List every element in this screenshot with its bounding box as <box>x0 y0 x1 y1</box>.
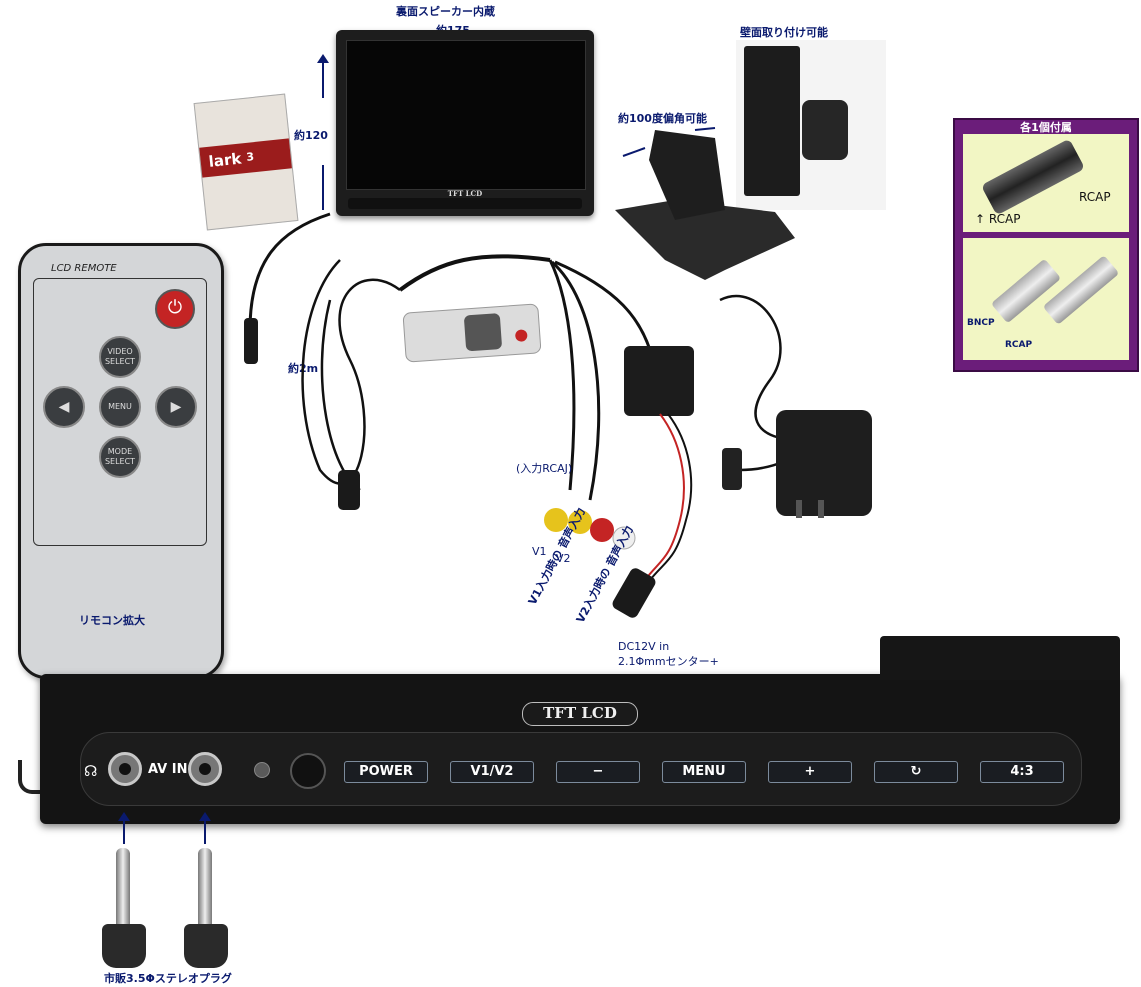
ac-adapter <box>776 410 872 516</box>
v1-label: V1 <box>532 545 547 558</box>
remote-button-panel <box>33 278 207 546</box>
rca-yellow-2 <box>568 510 592 534</box>
bezel-brand-badge: TFT LCD <box>522 702 638 726</box>
harness-split-2 <box>551 260 601 501</box>
rcap-bottom-label: RCAP <box>1005 340 1033 350</box>
remote-left-button[interactable]: ◀ <box>43 386 85 428</box>
monitor-stand <box>615 127 795 280</box>
rcap-top-label: RCAP <box>1079 190 1111 204</box>
bezel-power-button[interactable]: POWER <box>344 761 428 783</box>
main-harness <box>398 254 551 292</box>
plugs-caption: 市販3.5Φステレオプラグ <box>104 972 232 985</box>
bezel-rotate-button[interactable]: ↻ <box>874 761 958 783</box>
bncp-label: BNCP <box>967 318 995 328</box>
rca-white <box>612 526 636 550</box>
monitor-front: TFT LCD <box>336 30 594 216</box>
tilt-arrow-left <box>622 147 646 157</box>
remote-enlarged: LCD REMOTE ⏻ VIDEO SELECT ◀ MENU ▶ MODE … <box>18 243 224 679</box>
adapter-inset: 各1個付属 RCAP ↑ RCAP BNCP RCAP <box>953 118 1139 372</box>
avin-label: AV IN <box>148 762 188 777</box>
harness-split-1 <box>548 259 576 491</box>
remote-video-select-button[interactable]: VIDEO SELECT <box>99 336 141 378</box>
black-power-wire <box>649 413 693 581</box>
stand-base <box>615 200 795 280</box>
ac-prong-2 <box>818 500 824 518</box>
rca-yellow-1 <box>544 508 568 532</box>
dc-in-label: DC12V in <box>618 640 670 653</box>
stereo-plug-1-pin <box>116 848 130 928</box>
rca-input-label: (入力RCAJ) <box>516 462 573 475</box>
wall-mount-arm <box>802 100 848 160</box>
inset-title: 各1個付属 <box>1020 121 1072 134</box>
extension-plug <box>338 470 360 510</box>
height-label: 約120 <box>294 129 328 142</box>
dc-plug <box>722 448 742 490</box>
tilt-arrow-right <box>694 127 716 131</box>
monitor-bezel-closeup: TFT LCD ☊ AV IN POWER V1/V2 − MENU + ↻ 4… <box>40 636 1120 824</box>
stereo-plug-2-pin <box>198 848 212 928</box>
bezel-cable-left <box>18 760 52 794</box>
remote-power-button[interactable]: ⏻ <box>155 289 195 329</box>
bezel-screen-edge <box>880 636 1120 680</box>
power-junction-box <box>624 346 694 416</box>
dc-jack <box>612 568 656 618</box>
bezel-plus-button[interactable]: + <box>768 761 852 783</box>
dc-center-label: 2.1Φmmセンター+ <box>618 655 719 668</box>
monitor-screen <box>346 40 586 190</box>
plug-arrow-2 <box>199 812 211 844</box>
remote-title: LCD REMOTE <box>51 263 117 274</box>
height-arrow-down <box>322 165 324 210</box>
remote-mode-select-button[interactable]: MODE SELECT <box>99 436 141 478</box>
remote-right-button[interactable]: ▶ <box>155 386 197 428</box>
power-led <box>290 753 326 789</box>
remote-menu-button[interactable]: MENU <box>99 386 141 428</box>
remote-caption: リモコン拡大 <box>79 614 145 627</box>
ac-prong-1 <box>796 500 802 518</box>
mini-remote-red-button <box>514 329 528 342</box>
stereo-plug-1-body <box>102 924 146 968</box>
mini-remote-dpad <box>463 313 503 352</box>
ir-sensor <box>254 762 270 778</box>
bezel-v1v2-button[interactable]: V1/V2 <box>450 761 534 783</box>
mini-remote <box>402 303 542 363</box>
avin-jack[interactable] <box>188 752 222 786</box>
bezel-minus-button[interactable]: − <box>556 761 640 783</box>
long-cable-coil <box>301 259 401 485</box>
rcap-left-label: ↑ RCAP <box>975 212 1021 226</box>
monitor-cable <box>248 212 331 331</box>
red-power-wire <box>644 413 685 581</box>
wall-mount-monitor <box>744 46 800 196</box>
bnc-adapter-panel: BNCP RCAP <box>963 238 1129 360</box>
height-arrow-up <box>317 54 329 98</box>
rca-adapter-panel: RCAP ↑ RCAP <box>963 134 1129 232</box>
rca-red <box>590 518 614 542</box>
wall-mount-photo <box>736 40 886 210</box>
harness-split-3 <box>554 260 652 351</box>
headphone-icon: ☊ <box>84 762 98 780</box>
plug-arrow-1 <box>118 812 130 844</box>
monitor-brand: TFT LCD <box>447 189 483 198</box>
mini-din-plug <box>244 318 258 364</box>
v2-label: V2 <box>556 552 571 565</box>
monitor-button-strip <box>348 198 582 209</box>
tilt-label: 約100度偏角可能 <box>618 112 707 125</box>
bezel-aspect-button[interactable]: 4:3 <box>980 761 1064 783</box>
cables <box>244 212 872 618</box>
bezel-menu-button[interactable]: MENU <box>662 761 746 783</box>
speaker-label: 裏面スピーカー内蔵 <box>396 5 495 18</box>
wall-mount-label: 壁面取り付け可能 <box>740 26 828 39</box>
headphone-jack[interactable] <box>108 752 142 786</box>
stand-mount <box>649 130 725 220</box>
stereo-plug-2-body <box>184 924 228 968</box>
